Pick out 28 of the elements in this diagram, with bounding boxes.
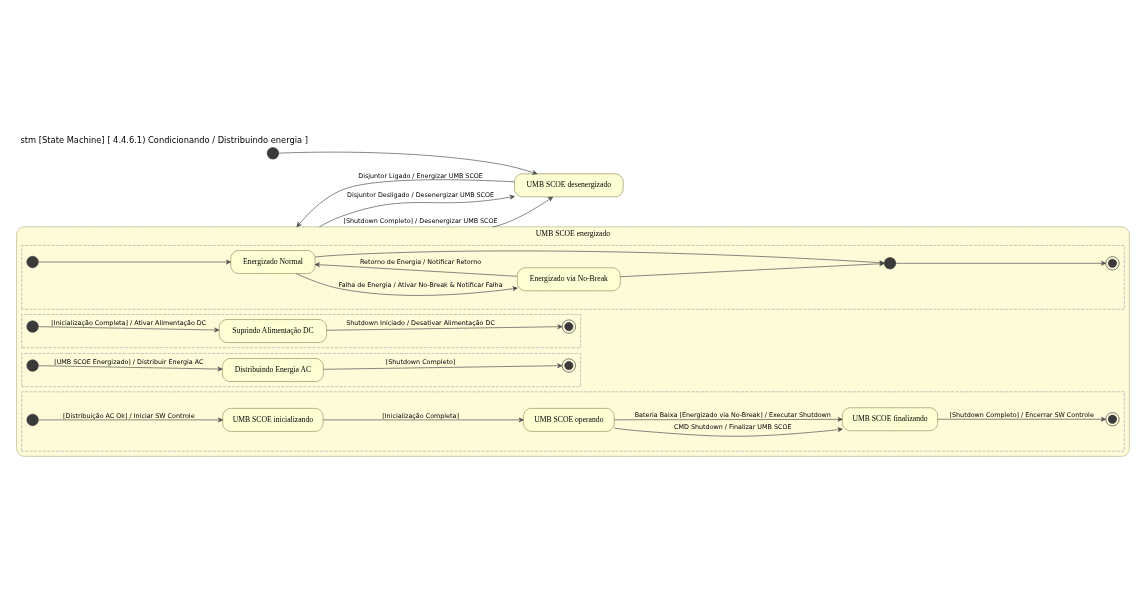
arrow <box>326 323 563 331</box>
cluster <box>21 244 1125 310</box>
arrow <box>296 178 515 227</box>
diagram-title: stm [State Machine] [ 4.4.6.1) Condicionando / Distribuindo energia ] <box>20 134 309 145</box>
arrow <box>319 194 515 227</box>
cluster <box>21 352 581 387</box>
arrow <box>38 364 223 371</box>
node-circle <box>26 359 39 372</box>
node-circle <box>883 256 897 269</box>
node-circle <box>26 255 39 268</box>
node-circle <box>266 146 279 159</box>
arrow <box>38 259 231 264</box>
arrow <box>295 272 518 296</box>
arrow <box>38 417 224 422</box>
arrow <box>895 260 1106 266</box>
arrow <box>278 151 538 175</box>
cluster <box>21 390 1125 452</box>
arrow <box>322 417 524 422</box>
node-circle <box>26 320 39 333</box>
arrow <box>323 362 563 370</box>
arrow <box>613 416 843 422</box>
cluster <box>21 313 581 348</box>
arrow <box>937 416 1106 422</box>
arrow <box>614 426 843 437</box>
node-circle <box>26 413 39 426</box>
arrow <box>314 261 518 277</box>
arrow <box>38 325 220 332</box>
arrow <box>492 196 553 227</box>
